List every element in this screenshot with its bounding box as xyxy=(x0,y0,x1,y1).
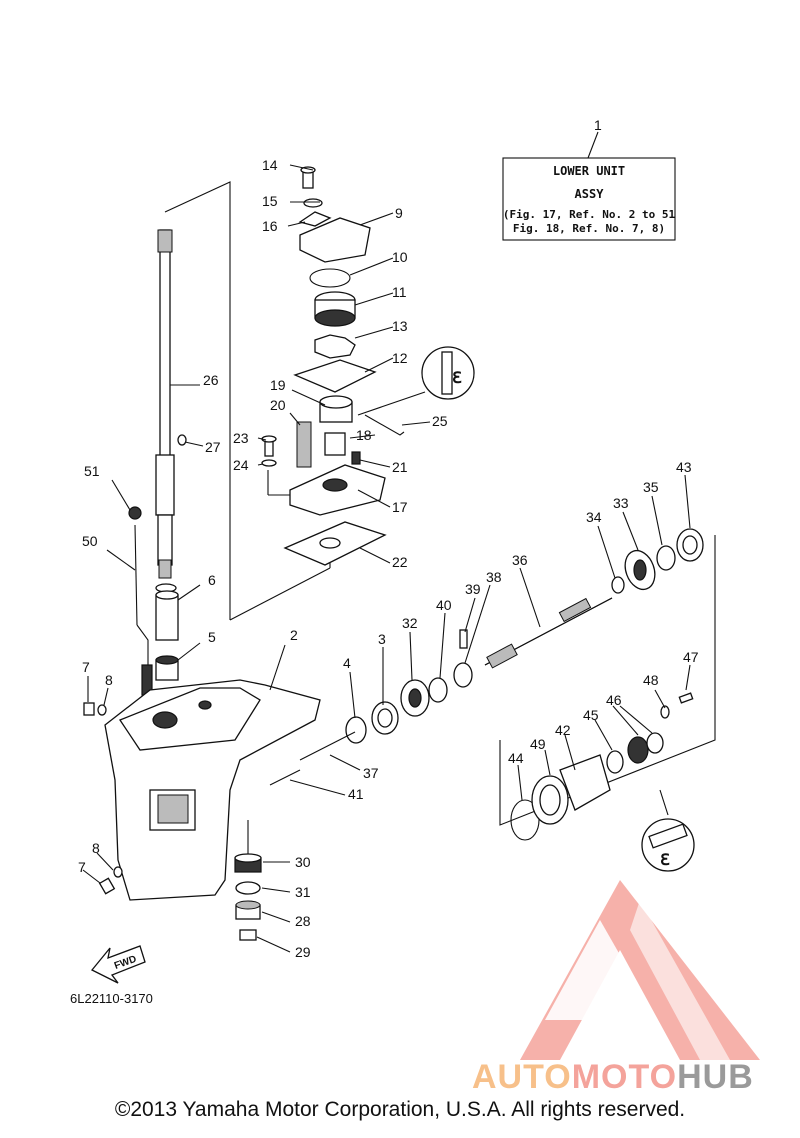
info-box-line-3: (Fig. 17, Ref. No. 2 to 51 xyxy=(503,208,676,221)
seal-group xyxy=(296,395,405,468)
label-37: 37 xyxy=(363,765,379,781)
label-39: 39 xyxy=(465,581,481,597)
info-box-line-2: ASSY xyxy=(575,187,605,201)
label-19: 19 xyxy=(270,377,286,393)
leader-lines xyxy=(82,164,691,953)
label-42: 42 xyxy=(555,722,571,738)
svg-text:ℇ: ℇ xyxy=(660,852,670,869)
label-17: 17 xyxy=(392,499,408,515)
label-23: 23 xyxy=(233,430,249,446)
label-16: 16 xyxy=(262,218,278,234)
label-4: 4 xyxy=(343,655,351,671)
label-38: 38 xyxy=(486,569,502,585)
shift-rod xyxy=(128,506,153,696)
label-49: 49 xyxy=(530,736,546,752)
label-43: 43 xyxy=(676,459,692,475)
water-pump-parts xyxy=(293,166,377,393)
label-25: 25 xyxy=(432,413,448,429)
bearing-housing xyxy=(510,692,694,841)
label-44: 44 xyxy=(508,750,524,766)
label-51: 51 xyxy=(84,463,100,479)
part-number-labels: 1 2 3 4 5 6 7 8 9 10 11 12 13 14 15 16 1… xyxy=(78,117,699,960)
bolt-washer-23-24 xyxy=(261,435,277,467)
label-2: 2 xyxy=(290,627,298,643)
label-13: 13 xyxy=(392,318,408,334)
label-12: 12 xyxy=(392,350,408,366)
lower-unit-assy-box: LOWER UNIT ASSY (Fig. 17, Ref. No. 2 to … xyxy=(502,131,676,241)
label-46: 46 xyxy=(606,692,622,708)
copyright-notice: ©2013 Yamaha Motor Corporation, U.S.A. A… xyxy=(114,1098,686,1121)
label-8b: 8 xyxy=(92,840,100,856)
label-7b: 7 xyxy=(78,859,86,875)
label-29: 29 xyxy=(295,944,311,960)
spring-and-rod xyxy=(269,731,356,786)
label-6: 6 xyxy=(208,572,216,588)
sleeve xyxy=(155,583,179,641)
label-26: 26 xyxy=(203,372,219,388)
bolts-7-8 xyxy=(83,434,187,895)
detail-callout-top: ℇ xyxy=(357,346,475,416)
bottom-stack xyxy=(234,820,262,941)
drive-shaft xyxy=(155,229,175,579)
label-24: 24 xyxy=(233,457,249,473)
label-34: 34 xyxy=(586,509,602,525)
label-9: 9 xyxy=(395,205,403,221)
bushing xyxy=(155,655,179,681)
label-50: 50 xyxy=(82,533,98,549)
label-21: 21 xyxy=(392,459,408,475)
watermark-auto: AUTO xyxy=(472,1058,572,1096)
label-11: 11 xyxy=(392,284,407,300)
part-code: 6L22110-3170 xyxy=(70,991,153,1006)
info-box-line-4: Fig. 18, Ref. No. 7, 8) xyxy=(513,222,665,235)
label-36: 36 xyxy=(512,552,528,568)
label-14: 14 xyxy=(262,157,278,173)
svg-text:AUTOMOTOHUB: AUTOMOTOHUB xyxy=(472,1058,754,1096)
label-35: 35 xyxy=(643,479,659,495)
propeller-shaft xyxy=(484,597,613,669)
label-33: 33 xyxy=(613,495,629,511)
label-47: 47 xyxy=(683,649,699,665)
label-30: 30 xyxy=(295,854,311,870)
lower-casing xyxy=(104,679,321,901)
detail-callout-bottom: ℇ xyxy=(641,789,695,872)
label-32: 32 xyxy=(402,615,418,631)
label-45: 45 xyxy=(583,707,599,723)
label-5: 5 xyxy=(208,629,216,645)
svg-text:ℇ: ℇ xyxy=(452,370,462,387)
watermark-moto: MOTO xyxy=(572,1058,677,1096)
gears-bearings xyxy=(345,528,704,744)
watermark-logo xyxy=(520,880,760,1060)
label-28: 28 xyxy=(295,913,311,929)
watermark-text: AUTOMOTOHUB xyxy=(472,1058,754,1096)
info-box-line-1: LOWER UNIT xyxy=(553,164,625,178)
fwd-arrow-icon: FWD xyxy=(90,945,146,984)
label-1: 1 xyxy=(594,117,602,133)
label-3: 3 xyxy=(378,631,386,647)
watermark-hub: HUB xyxy=(677,1058,754,1096)
label-18: 18 xyxy=(356,427,372,443)
label-8: 8 xyxy=(105,672,113,688)
label-15: 15 xyxy=(262,193,278,209)
label-48: 48 xyxy=(643,672,659,688)
label-10: 10 xyxy=(392,249,408,265)
pump-housing xyxy=(283,464,387,566)
label-40: 40 xyxy=(436,597,452,613)
label-41: 41 xyxy=(348,786,364,802)
label-22: 22 xyxy=(392,554,408,570)
label-20: 20 xyxy=(270,397,286,413)
label-31: 31 xyxy=(295,884,311,900)
label-27: 27 xyxy=(205,439,221,455)
label-7: 7 xyxy=(82,659,90,675)
